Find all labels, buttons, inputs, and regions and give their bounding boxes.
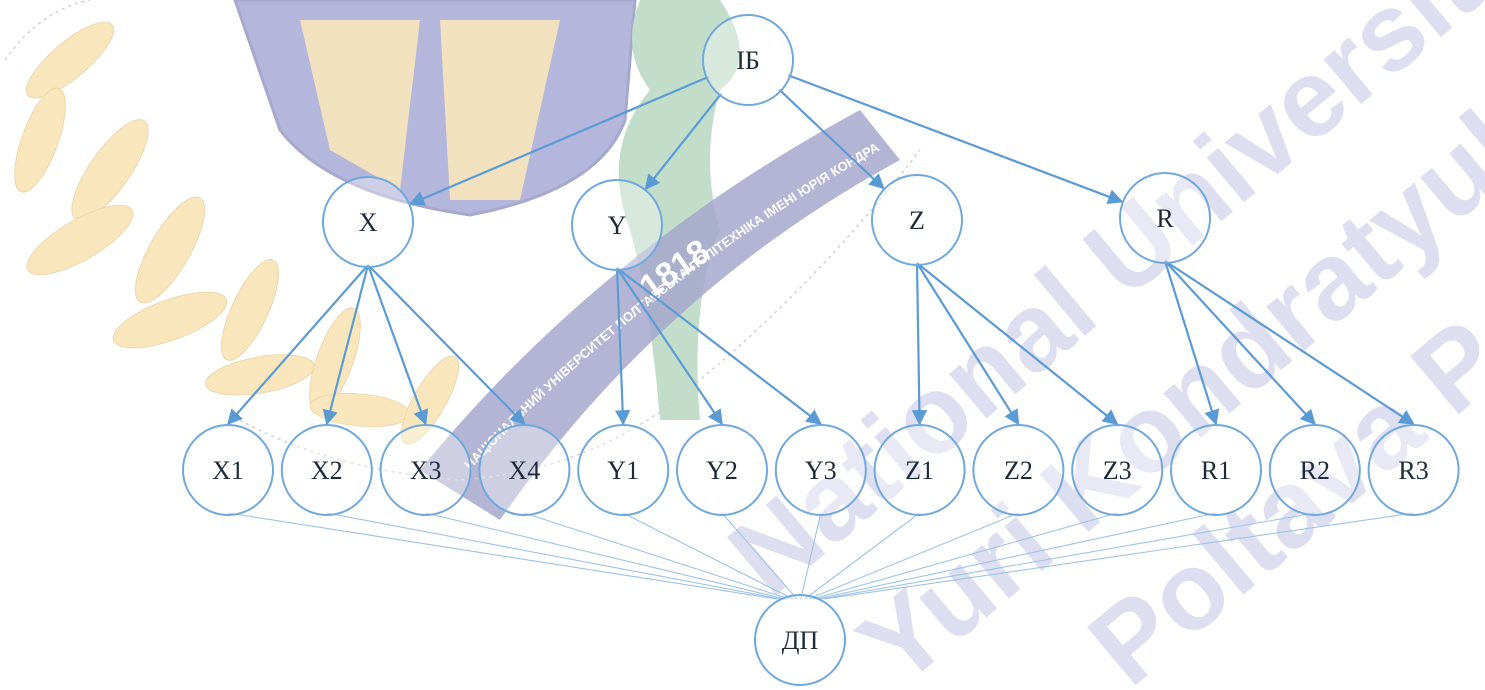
node-Y-label: Y: [608, 211, 627, 240]
node-R3-circle: [1367, 424, 1460, 516]
edge-Z3-sink: [812, 512, 1118, 600]
edge-Y-Y3: [616, 267, 823, 425]
node-X2-label: X2: [311, 456, 343, 485]
node-X4: X4: [478, 424, 571, 516]
node-Y3-circle: [774, 424, 867, 516]
edge-Z1-sink: [804, 512, 920, 600]
node-X2-circle: [280, 424, 373, 516]
node-Y1-circle: [577, 424, 670, 516]
edge-X1-sink: [227, 512, 778, 600]
node-Y1-label: Y1: [607, 456, 639, 485]
edge-Z-Z3: [916, 262, 1119, 425]
edge-R-R2: [1164, 260, 1316, 426]
edge-R2-sink: [820, 512, 1315, 600]
node-root: ІБ: [702, 14, 794, 106]
diagonal-watermark: National University Yuri Kondratyuk Polt…: [706, 0, 1485, 690]
node-R-circle: [1119, 172, 1211, 264]
node-Z3-label: Z3: [1103, 456, 1132, 485]
node-sink-label: ДП: [782, 626, 819, 655]
node-sink-circle: [754, 594, 846, 686]
node-Y2: Y2: [676, 424, 768, 516]
edge-X2-sink: [326, 512, 782, 600]
node-Z1-circle: [873, 424, 966, 516]
edge-root-R: [787, 74, 1124, 204]
edge-root-X: [408, 75, 709, 206]
edge-Z-Z2: [916, 262, 1020, 426]
node-Z3: Z3: [1071, 424, 1164, 516]
node-sink: ДП: [754, 594, 846, 686]
node-X2: X2: [280, 424, 373, 516]
node-X-label: X: [359, 208, 378, 237]
node-Z1: Z1: [873, 424, 966, 516]
shield-icon: [233, 0, 637, 217]
edge-root-Y: [644, 92, 723, 191]
node-R2-label: R2: [1300, 456, 1330, 485]
seal-outline: [4, 0, 921, 481]
node-R2-circle: [1268, 424, 1361, 516]
node-Z3-circle: [1071, 424, 1164, 516]
node-R1-circle: [1170, 424, 1262, 516]
node-X-circle: [322, 176, 414, 268]
node-Z2-circle: [972, 424, 1065, 516]
node-X4-circle: [478, 424, 571, 516]
node-X3-label: X3: [410, 456, 442, 485]
edges: [226, 74, 1415, 600]
edge-X-X3: [366, 264, 429, 426]
edge-Y3-sink: [800, 512, 822, 600]
node-X: X: [322, 176, 414, 268]
edge-Y-Y1: [614, 267, 631, 426]
ribbon-band: [420, 110, 900, 520]
node-Y3: Y3: [774, 424, 867, 516]
node-X1: X1: [182, 424, 274, 516]
node-R1: R1: [1170, 424, 1262, 516]
node-Z-circle: [871, 174, 963, 266]
edge-Z2-sink: [808, 512, 1019, 600]
node-X4-label: X4: [509, 456, 541, 485]
node-R1-label: R1: [1201, 456, 1231, 485]
node-R3-label: R3: [1398, 456, 1428, 485]
node-root-circle: [702, 14, 794, 106]
node-Z-label: Z: [909, 206, 925, 235]
edge-R3-sink: [824, 512, 1414, 600]
node-R3: R3: [1367, 424, 1460, 516]
node-X1-circle: [182, 424, 274, 516]
node-Y2-label: Y2: [706, 456, 738, 485]
edge-R-R3: [1164, 260, 1415, 425]
node-Z2: Z2: [972, 424, 1065, 516]
edge-R1-sink: [816, 512, 1217, 600]
edge-Y2-sink: [721, 512, 798, 600]
edge-X3-sink: [425, 512, 786, 600]
edge-X-X2: [322, 264, 370, 426]
edge-X-X1: [226, 264, 369, 426]
node-Y3-label: Y3: [805, 456, 837, 485]
node-X3-circle: [379, 424, 472, 516]
edge-root-Z: [778, 88, 885, 190]
edge-Y-Y2: [616, 267, 723, 426]
node-Y1: Y1: [577, 424, 670, 516]
node-R-label: R: [1156, 204, 1174, 233]
edge-Y1-sink: [622, 512, 794, 600]
node-X1-label: X1: [212, 456, 244, 485]
node-Y2-circle: [676, 424, 768, 516]
node-Y-circle: [571, 179, 663, 271]
node-Z: Z: [871, 174, 963, 266]
node-R2: R2: [1268, 424, 1361, 516]
edge-X4-sink: [524, 512, 790, 600]
edge-X-X4: [367, 264, 526, 426]
node-R: R: [1119, 172, 1211, 264]
node-Z1-label: Z1: [905, 456, 934, 485]
edge-R-R1: [1163, 260, 1220, 426]
node-Z2-label: Z2: [1004, 456, 1033, 485]
node-root-label: ІБ: [736, 46, 760, 75]
edge-Z-Z1: [911, 262, 928, 426]
node-X3: X3: [379, 424, 472, 516]
node-Y: Y: [571, 179, 663, 271]
